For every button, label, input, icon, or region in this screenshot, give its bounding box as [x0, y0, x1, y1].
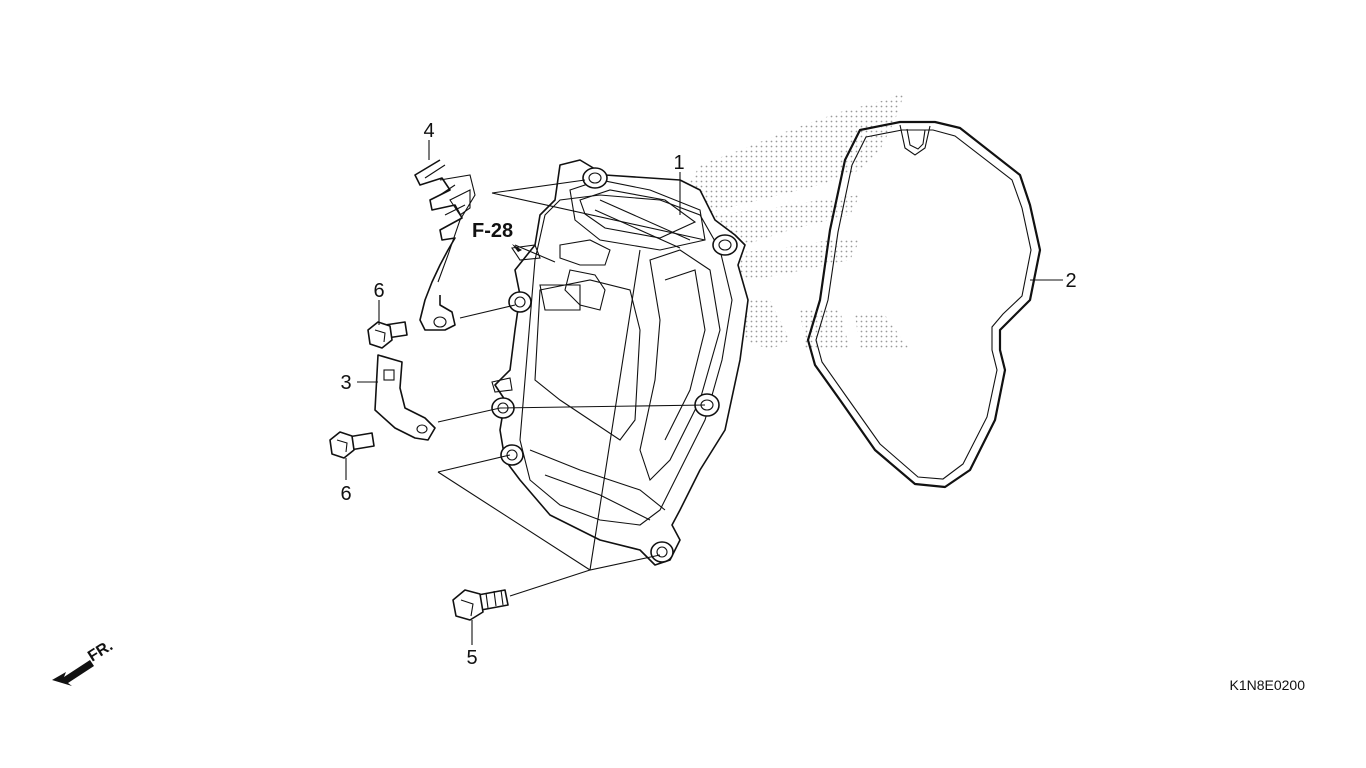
leader-lines: [345, 140, 1063, 645]
gasket-part-2: [806, 120, 1042, 489]
callout-1: 1: [673, 152, 684, 174]
reference-arrow-icon: [512, 244, 522, 252]
front-direction-arrow-icon: [52, 660, 94, 686]
reference-label[interactable]: F-28: [472, 220, 513, 242]
bolt-part-6-upper: [367, 321, 408, 349]
callout-2: 2: [1065, 270, 1076, 292]
diagram-code: K1N8E0200: [1229, 677, 1305, 693]
bolt-part-6-lower: [329, 431, 375, 459]
bolt-part-5: [452, 589, 509, 621]
bracket-part-3: [374, 354, 436, 441]
callout-6-upper: 6: [373, 280, 384, 302]
callout-3: 3: [340, 372, 351, 394]
callout-4: 4: [423, 120, 434, 142]
clip-part-4: [414, 159, 476, 331]
callout-5: 5: [466, 647, 477, 669]
cylinder-head-cover-part-1: [491, 159, 749, 566]
callout-6-lower: 6: [340, 483, 351, 505]
